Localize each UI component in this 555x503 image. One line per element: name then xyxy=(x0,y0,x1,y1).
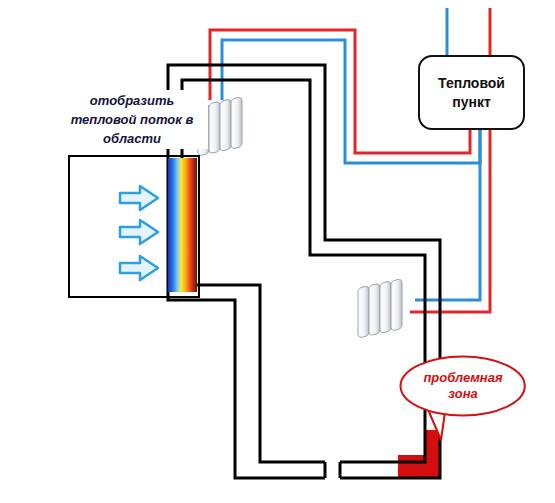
return-pipe xyxy=(446,8,449,55)
radiator xyxy=(369,283,380,335)
callout-ellipse xyxy=(401,357,525,416)
heat-arrow xyxy=(120,220,158,244)
radiator xyxy=(380,281,391,333)
supply-pipe xyxy=(489,8,492,55)
radiator xyxy=(231,97,242,149)
radiator xyxy=(391,279,402,331)
wall xyxy=(182,80,425,462)
node-label: Тепловой пункт xyxy=(432,74,512,112)
supply-pipe xyxy=(210,8,490,312)
radiator xyxy=(358,286,369,338)
radiator xyxy=(220,99,231,151)
heat-arrow xyxy=(120,186,158,210)
wall xyxy=(339,462,342,478)
problem-area xyxy=(398,430,440,478)
wall xyxy=(168,65,440,478)
problem-zone-callout: проблемная зона xyxy=(399,355,526,417)
wall xyxy=(168,65,440,478)
region-heading: отобразить тепловой поток в области xyxy=(56,90,208,149)
wall xyxy=(324,462,327,478)
heat-substation-box: Тепловой пункт xyxy=(418,55,525,130)
node-label: проблемная зона xyxy=(421,370,505,402)
heat-arrow xyxy=(120,256,158,280)
radiator xyxy=(358,279,402,338)
heat-flux-band xyxy=(168,158,197,292)
heat-flow-region: отобразить тепловой поток в области xyxy=(68,155,200,298)
supply-pipe xyxy=(410,130,490,312)
heat-arrow xyxy=(120,186,158,280)
radiator xyxy=(209,101,220,153)
